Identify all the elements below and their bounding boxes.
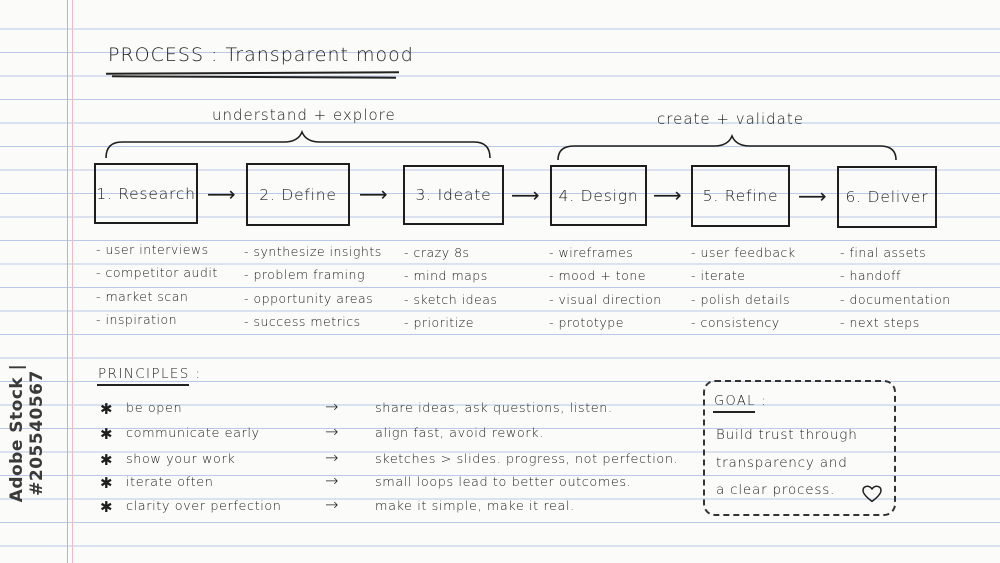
- task-list-refine: - user feedback - iterate - polish detai…: [691, 241, 796, 334]
- watermark-id: Adobe Stock | #205540567: [7, 363, 47, 503]
- margin-line-secondary: [72, 0, 73, 563]
- arrow-icon: ⟶: [653, 183, 682, 207]
- asterisk-icon: ✱: [100, 425, 114, 443]
- bracket-understand-explore: [105, 129, 491, 159]
- arrow-icon: ⟶: [207, 182, 236, 206]
- step-design: 4. Design: [550, 165, 647, 226]
- principle-description: small loops lead to better outcomes.: [375, 475, 632, 490]
- task-item: - opportunity areas: [244, 290, 374, 306]
- arrow-icon: →: [325, 397, 340, 416]
- task-item: - success metrics: [244, 313, 361, 329]
- task-item: - market scan: [96, 288, 189, 304]
- arrow-icon: →: [325, 495, 340, 514]
- goal-text-line: transparency and: [716, 455, 848, 471]
- principles-heading: PRINCIPLES :: [98, 366, 202, 382]
- principle-row: ✱ clarity over perfection → make it simp…: [100, 495, 680, 522]
- step-research: 1. Research: [94, 163, 198, 224]
- asterisk-icon: ✱: [100, 474, 114, 492]
- phase-label-create-validate: create + validate: [657, 110, 804, 128]
- task-item: - crazy 8s: [404, 245, 470, 260]
- principle-description: make it simple, make it real.: [375, 499, 575, 514]
- principle-row: ✱ show your work → sketches > slides. pr…: [100, 448, 680, 475]
- task-item: - documentation: [840, 291, 951, 307]
- heart-icon: [862, 485, 882, 503]
- phase-label-understand-explore: understand + explore: [212, 106, 396, 124]
- arrow-icon: ⟶: [798, 184, 827, 208]
- asterisk-icon: ✱: [100, 451, 114, 469]
- goal-text-line: a clear process.: [716, 482, 836, 498]
- task-item: - mood + tone: [549, 268, 646, 284]
- task-item: - sketch ideas: [404, 291, 498, 307]
- task-item: - inspiration: [96, 311, 178, 327]
- asterisk-icon: ✱: [100, 498, 114, 516]
- arrow-icon: →: [325, 448, 340, 467]
- task-item: - user feedback: [691, 245, 796, 260]
- task-item: - iterate: [691, 268, 746, 284]
- step-deliver: 6. Deliver: [837, 166, 937, 228]
- task-item: - problem framing: [244, 267, 365, 283]
- asterisk-icon: ✱: [100, 400, 114, 418]
- task-item: - visual direction: [549, 291, 662, 307]
- bracket-create-validate: [557, 133, 897, 161]
- task-list-research: - user interviews - competitor audit - m…: [96, 238, 218, 331]
- step-ideate: 3. Ideate: [403, 165, 504, 225]
- goal-label: GOAL :: [714, 394, 768, 409]
- task-item: - wireframes: [549, 245, 634, 260]
- principle-title: be open: [126, 401, 183, 416]
- task-item: - user interviews: [96, 242, 209, 257]
- arrow-icon: ⟶: [511, 183, 540, 207]
- task-item: - next steps: [840, 314, 920, 330]
- task-list-design: - wireframes - mood + tone - visual dire…: [549, 241, 662, 334]
- arrow-icon: ⟶: [359, 182, 388, 206]
- principle-description: share ideas, ask questions, listen.: [375, 401, 613, 416]
- principle-title: show your work: [126, 452, 236, 467]
- goal-text-line: Build trust through: [716, 427, 858, 443]
- task-list-define: - synthesize insights - problem framing …: [244, 240, 382, 333]
- principle-row: ✱ be open → share ideas, ask questions, …: [100, 397, 680, 424]
- task-item: - handoff: [840, 268, 901, 284]
- goal-underline: [713, 411, 755, 413]
- principle-row: ✱ iterate often → small loops lead to be…: [100, 471, 680, 498]
- principles-underline: [97, 384, 189, 386]
- task-item: - competitor audit: [96, 265, 218, 281]
- task-item: - prototype: [549, 314, 624, 330]
- principle-title: iterate often: [126, 475, 214, 490]
- step-define: 2. Define: [246, 163, 350, 226]
- page-title: PROCESS : Transparent mood: [108, 44, 414, 66]
- task-item: - consistency: [691, 314, 780, 330]
- task-item: - synthesize insights: [244, 244, 382, 259]
- task-list-ideate: - crazy 8s - mind maps - sketch ideas - …: [404, 241, 497, 334]
- title-underline-second: [111, 75, 397, 79]
- arrow-icon: →: [325, 422, 340, 441]
- principle-row: ✱ communicate early → align fast, avoid …: [100, 422, 680, 449]
- goal-box: [703, 380, 896, 516]
- principle-title: clarity over perfection: [126, 499, 282, 514]
- task-list-deliver: - final assets - handoff - documentation…: [840, 241, 951, 334]
- task-item: - final assets: [840, 245, 927, 260]
- principle-description: sketches > slides. progress, not perfect…: [375, 452, 679, 467]
- margin-line: [67, 0, 68, 563]
- principle-title: communicate early: [126, 426, 260, 441]
- task-item: - mind maps: [404, 268, 488, 284]
- title-underline: [105, 71, 400, 75]
- arrow-icon: →: [325, 471, 340, 490]
- task-item: - prioritize: [404, 314, 474, 330]
- step-refine: 5. Refine: [691, 165, 790, 227]
- task-item: - polish details: [691, 291, 791, 307]
- principle-description: align fast, avoid rework.: [375, 426, 544, 441]
